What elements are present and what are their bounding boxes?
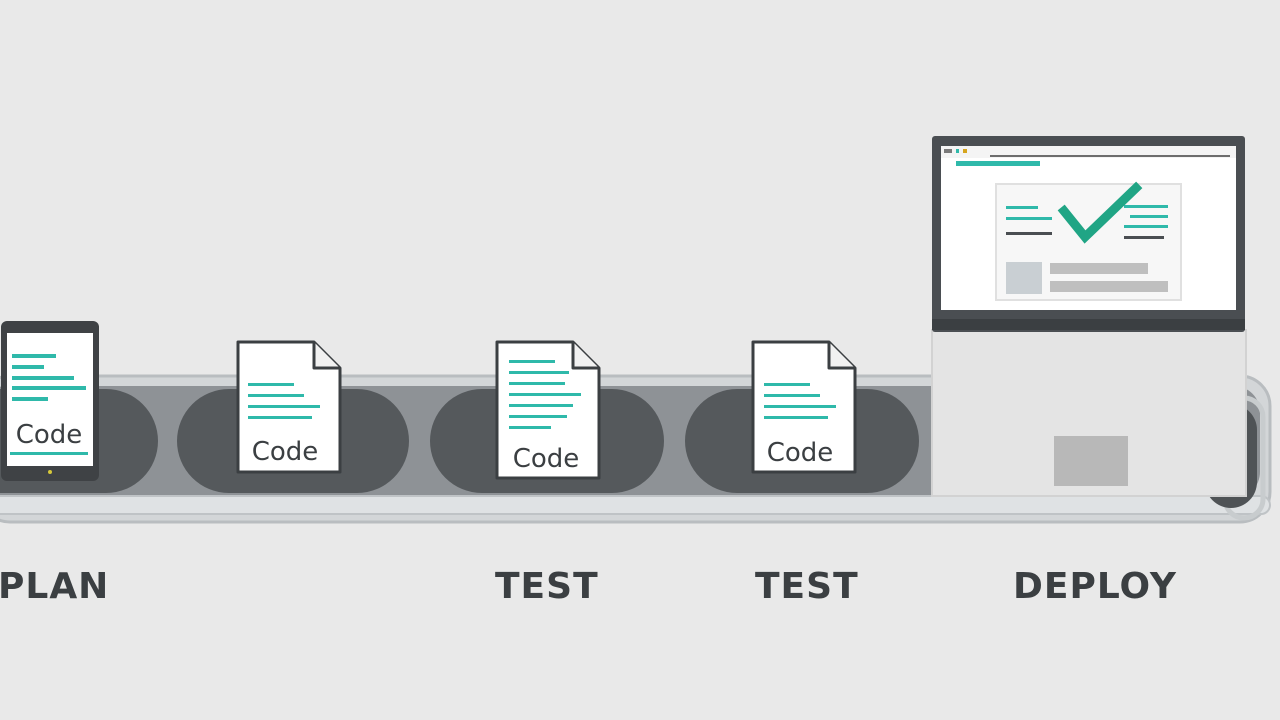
tablet-icon: Code bbox=[1, 321, 99, 481]
checkmark-icon bbox=[1057, 181, 1143, 244]
artifact-label: Code bbox=[513, 444, 580, 474]
document-icon: Code bbox=[236, 340, 342, 474]
deploy-station bbox=[931, 136, 1247, 497]
stage-label-deploy: DEPLOY bbox=[1013, 566, 1177, 607]
monitor-icon bbox=[932, 136, 1245, 332]
artifact-label: Code bbox=[252, 437, 319, 467]
document-icon: Code bbox=[751, 340, 857, 474]
artifact-label: Code bbox=[767, 438, 834, 468]
artifact-label: Code bbox=[16, 420, 83, 450]
stage-label-test: TEST bbox=[755, 566, 859, 607]
stage-label-test: TEST bbox=[495, 566, 599, 607]
stage-label-plan: PLAN bbox=[0, 566, 110, 607]
deploy-panel bbox=[1054, 436, 1128, 486]
document-icon: Code bbox=[495, 340, 601, 480]
